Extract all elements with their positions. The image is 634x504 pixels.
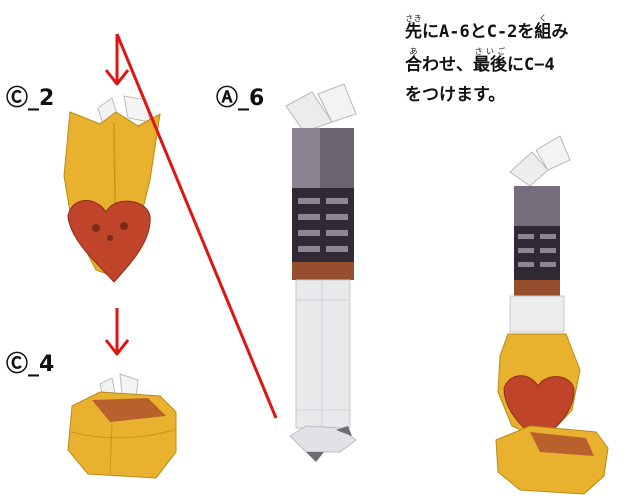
- part-a6-image: [285, 83, 357, 462]
- furigana-a: あ: [405, 47, 422, 56]
- assembled-model-image: [495, 135, 609, 495]
- instruction-text-fragment: にC−4: [507, 55, 555, 75]
- instruction-line-3: をつけます。: [405, 85, 506, 105]
- instruction-line-1: 先さきにA-6とC-2を組くみ: [405, 14, 631, 47]
- instruction-text-fragment: わせ、: [422, 55, 473, 75]
- kanji-a: 合: [405, 55, 422, 75]
- instruction-text-fragment: にA-6とC-2を: [422, 22, 535, 42]
- kanji-saigo: 最後: [473, 55, 507, 75]
- kanji-saki: 先: [405, 22, 422, 42]
- part-c4-image: [67, 373, 177, 479]
- label-a6: Ⓐ_6: [216, 86, 265, 111]
- instruction-text-fragment: み: [551, 22, 569, 42]
- furigana-saki: さき: [405, 14, 422, 23]
- label-c2: Ⓒ_2: [6, 86, 55, 111]
- part-c2-image: [63, 95, 161, 283]
- assembly-instruction-text: 先さきにA-6とC-2を組くみ 合あわせ、最後さいごにC−4 をつけます。: [405, 14, 631, 110]
- red-connector-line: [115, 33, 278, 419]
- kanji-kumi: 組: [534, 22, 552, 42]
- furigana-kumi: く: [534, 14, 552, 23]
- instruction-line-2: 合あわせ、最後さいごにC−4: [405, 47, 631, 80]
- red-arrow-down-middle: [104, 308, 130, 356]
- red-arrow-down-top: [104, 34, 130, 86]
- furigana-saigo: さいご: [473, 47, 507, 56]
- label-c4: Ⓒ_4: [6, 352, 55, 377]
